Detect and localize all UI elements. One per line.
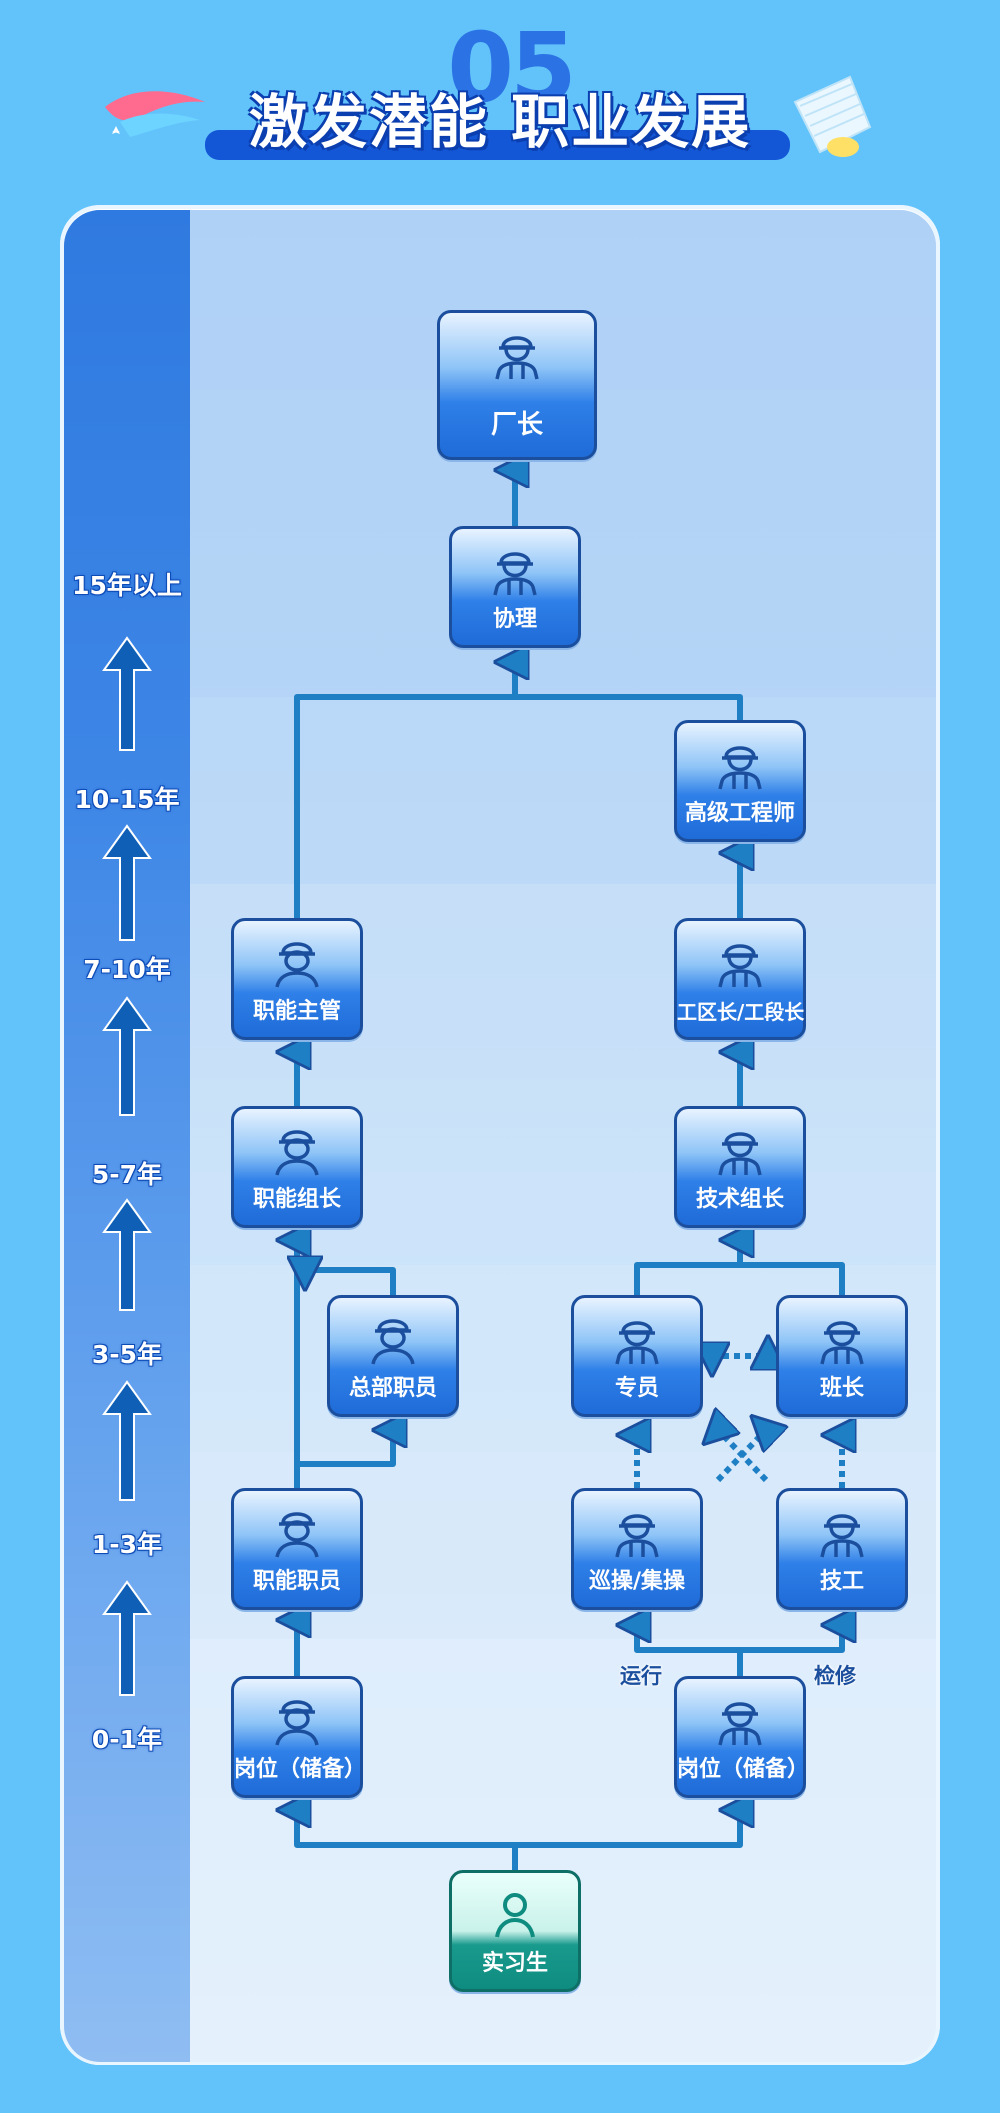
node-label: 总部职员 [348, 1376, 437, 1401]
timeline-label: 5-7年 [91, 1160, 163, 1189]
node-label: 工区长/工段长 [677, 1000, 805, 1024]
page-title: 激发潜能 职业发展 [248, 88, 752, 156]
staff-icon [269, 1503, 325, 1563]
up-arrow-icon [102, 1198, 152, 1311]
node-tech-team-leader[interactable]: 技术组长 [674, 1106, 806, 1228]
node-label: 专员 [614, 1376, 659, 1401]
section-number: 05 [447, 12, 577, 124]
node-label: 职能组长 [252, 1187, 341, 1212]
node-reserve-left[interactable]: 岗位（储备） [231, 1676, 367, 1798]
up-arrow-icon [102, 996, 152, 1116]
up-arrow-icon [102, 824, 152, 941]
node-label: 高级工程师 [684, 801, 795, 826]
worker-icon [489, 325, 545, 385]
staff-icon [269, 933, 325, 993]
node-shift-leader[interactable]: 班长 [776, 1295, 908, 1417]
node-senior-engineer[interactable]: 高级工程师 [674, 720, 806, 842]
timeline-arrows [102, 636, 152, 1696]
node-functional-supervisor[interactable]: 职能主管 [231, 918, 363, 1040]
timeline-label: 3-5年 [91, 1340, 163, 1369]
timeline-label: 15年以上 [72, 571, 182, 600]
staff-icon [269, 1121, 325, 1181]
worker-icon [712, 933, 768, 993]
node-label: 协理 [492, 607, 537, 632]
worker-icon [814, 1503, 870, 1563]
up-arrow-icon [102, 1580, 152, 1696]
worker-icon [814, 1310, 870, 1370]
up-arrow-icon [102, 636, 152, 751]
node-assistant-director[interactable]: 协理 [449, 526, 581, 648]
node-section-leader[interactable]: 工区长/工段长 [674, 918, 806, 1040]
staff-icon [269, 1691, 325, 1751]
node-functional-team-leader[interactable]: 职能组长 [231, 1106, 363, 1228]
node-specialist[interactable]: 专员 [571, 1295, 703, 1417]
worker-icon [487, 541, 543, 601]
brush-stroke-icon [105, 91, 205, 137]
paper-roll-icon [793, 75, 872, 157]
worker-icon [712, 1121, 768, 1181]
intern-icon [487, 1885, 543, 1945]
timeline-label: 7-10年 [83, 955, 171, 984]
timeline-label: 1-3年 [91, 1530, 163, 1559]
node-patrol-operator[interactable]: 巡操/集操 [571, 1488, 703, 1610]
timeline-label: 0-1年 [91, 1725, 163, 1754]
timeline-label: 10-15年 [74, 785, 180, 814]
node-label: 厂长 [490, 410, 543, 440]
worker-icon [609, 1503, 665, 1563]
node-label: 班长 [819, 1376, 864, 1401]
branch-label-maintenance: 检修 [814, 1664, 856, 1688]
node-label: 职能职员 [252, 1569, 341, 1594]
node-factory-director[interactable]: 厂长 [437, 310, 597, 460]
band-10 [190, 697, 936, 884]
node-intern[interactable]: 实习生 [449, 1870, 581, 1992]
worker-icon [712, 1691, 768, 1751]
node-reserve-right[interactable]: 岗位（储备） [674, 1676, 810, 1798]
worker-icon [609, 1310, 665, 1370]
node-label: 岗位（储备） [234, 1757, 367, 1782]
timeline-sidebar: 15年以上 10-15年 7-10年 5-7年 3-5年 1-3年 0-1年 [64, 210, 190, 2062]
node-label: 岗位（储备） [677, 1757, 810, 1782]
node-label: 巡操/集操 [588, 1569, 686, 1594]
node-label: 职能主管 [252, 999, 341, 1024]
branch-label-operation: 运行 [620, 1664, 662, 1688]
worker-icon [712, 735, 768, 795]
node-hq-staff[interactable]: 总部职员 [327, 1295, 459, 1417]
header: 05 激发潜能 职业发展 [0, 0, 1000, 200]
node-technician[interactable]: 技工 [776, 1488, 908, 1610]
staff-icon [365, 1310, 421, 1370]
up-arrow-icon [102, 1380, 152, 1501]
node-label: 实习生 [481, 1951, 548, 1976]
title-bar [205, 130, 790, 160]
node-label: 技工 [819, 1569, 864, 1594]
node-functional-staff[interactable]: 职能职员 [231, 1488, 363, 1610]
node-label: 技术组长 [695, 1187, 784, 1212]
